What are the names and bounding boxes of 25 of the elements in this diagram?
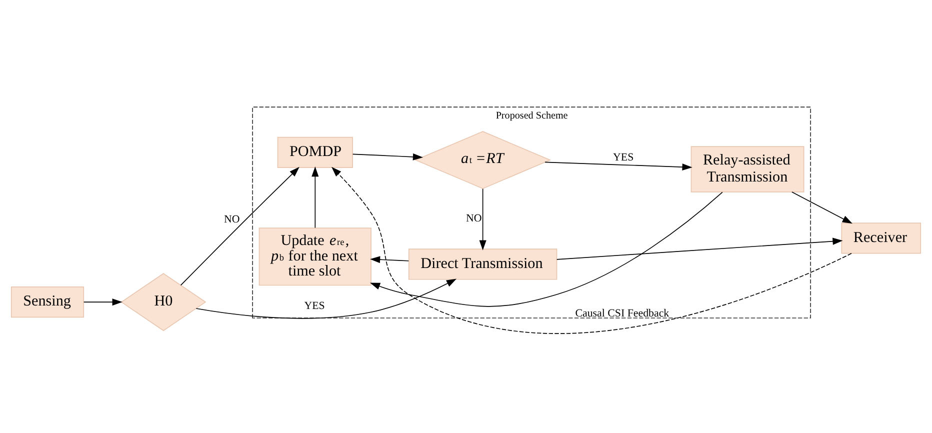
node-box: Receiver [841,222,922,254]
node-box: Relay-assisted Transmission [690,146,804,192]
node-box: Update ere, pb for the next time slot [258,227,372,286]
edge-label: NO [224,213,240,226]
node-box: Sensing [10,286,84,318]
edge-label: YES [304,300,325,312]
arrow [331,166,852,334]
arrow [792,191,852,224]
arrow [196,278,457,318]
arrow [312,166,319,228]
arrow [544,161,692,170]
node-box: POMDP [277,136,353,168]
arrow [370,191,723,306]
arrow [556,237,843,260]
node-diamond: at =RT [414,130,552,189]
arrow [83,298,122,306]
edge-label: YES [613,150,634,163]
arrow [370,256,410,263]
node-diamond: H0 [120,272,206,331]
arrow [180,166,300,286]
arrow [479,188,486,250]
arrow [352,152,424,160]
node-box: Direct Transmission [408,248,558,280]
edge-label: NO [466,212,482,224]
edge-label: Causal CSI Feedback [575,307,670,320]
